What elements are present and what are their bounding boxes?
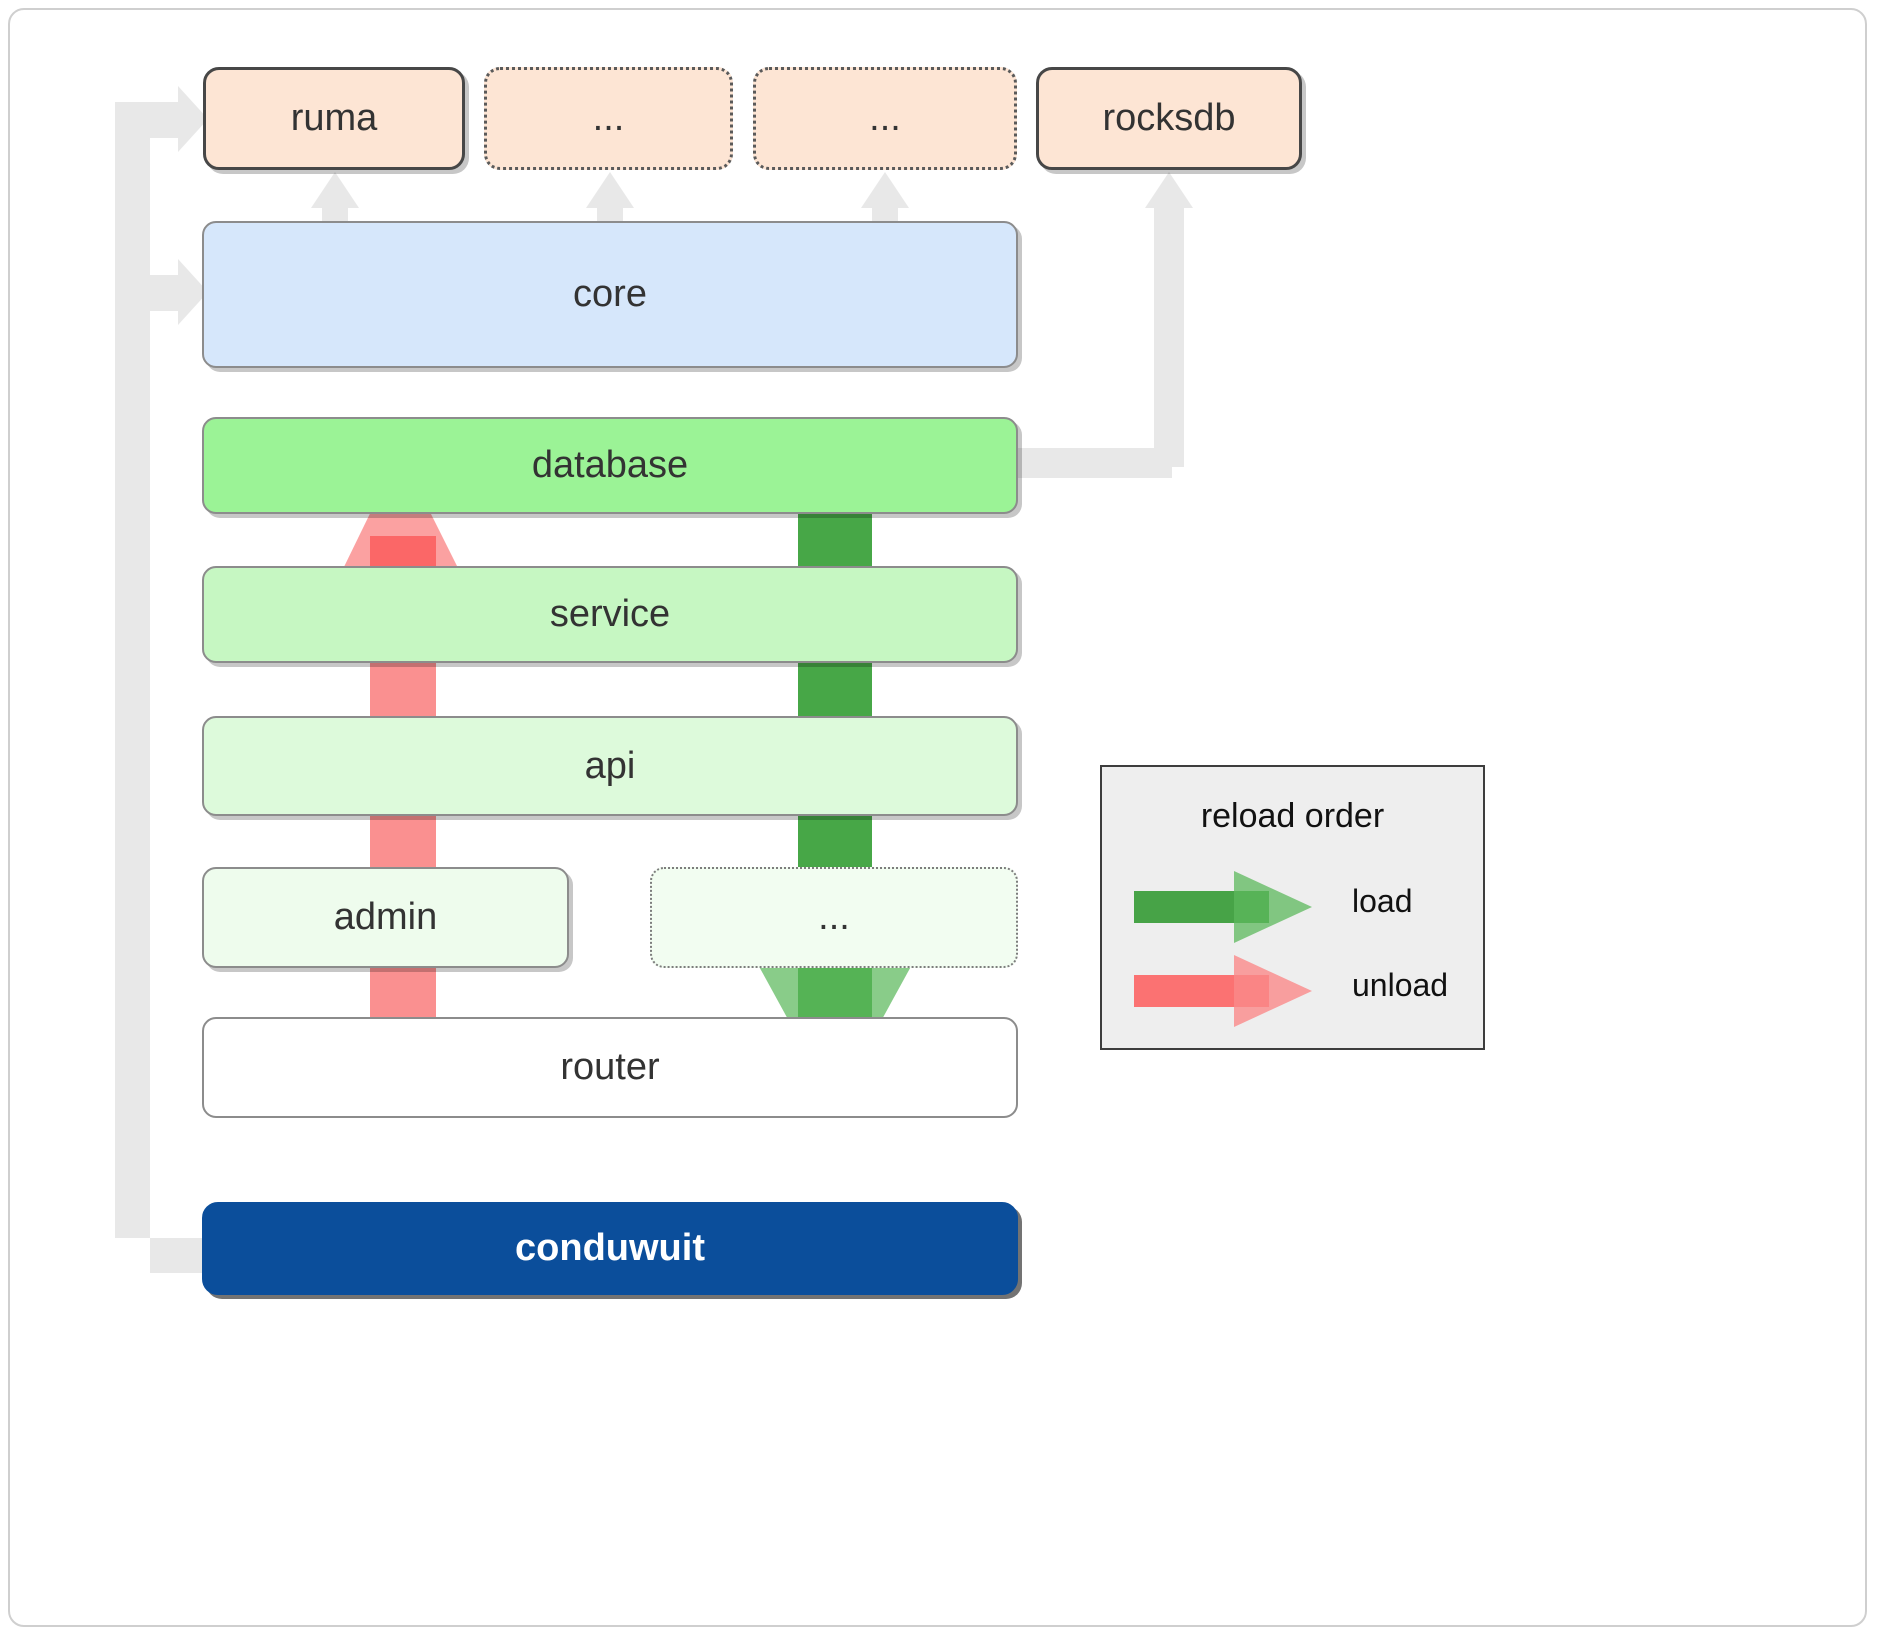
crate-rocksdb-label: rocksdb: [1102, 97, 1236, 139]
layer-database[interactable]: database: [202, 417, 1018, 514]
layer-admin[interactable]: admin: [202, 867, 569, 968]
crate-placeholder-1-label: ...: [592, 97, 625, 139]
crate-ruma-label: ruma: [290, 97, 378, 139]
crate-placeholder-2[interactable]: ...: [753, 67, 1017, 170]
load-arrow-icon: [1134, 871, 1312, 943]
layer-placeholder[interactable]: ...: [650, 867, 1018, 968]
crate-rocksdb[interactable]: rocksdb: [1036, 67, 1302, 170]
legend-label-load: load: [1352, 883, 1413, 919]
layer-router[interactable]: router: [202, 1017, 1018, 1118]
layer-placeholder-label: ...: [818, 896, 850, 938]
legend-reload-order: reload order load unload: [1100, 765, 1485, 1050]
crate-placeholder-2-label: ...: [869, 97, 901, 139]
layer-admin-label: admin: [333, 896, 438, 938]
layer-core[interactable]: core: [202, 221, 1018, 368]
node-conduwuit-label: conduwuit: [515, 1227, 705, 1269]
legend-title: reload order: [1200, 797, 1385, 835]
legend-row-load: load: [1102, 867, 1483, 947]
layer-database-label: database: [531, 444, 689, 486]
unload-arrow-icon: [1134, 955, 1312, 1027]
crate-placeholder-1[interactable]: ...: [484, 67, 733, 170]
layer-core-label: core: [573, 273, 647, 315]
node-conduwuit[interactable]: conduwuit: [202, 1202, 1018, 1295]
layer-api[interactable]: api: [202, 716, 1018, 816]
layer-api-label: api: [584, 744, 636, 787]
layer-service-label: service: [549, 593, 671, 635]
legend-label-unload: unload: [1352, 967, 1449, 1003]
layer-router-label: router: [560, 1046, 660, 1088]
legend-row-unload: unload: [1102, 951, 1483, 1031]
crate-ruma[interactable]: ruma: [203, 67, 465, 170]
layer-service[interactable]: service: [202, 566, 1018, 663]
